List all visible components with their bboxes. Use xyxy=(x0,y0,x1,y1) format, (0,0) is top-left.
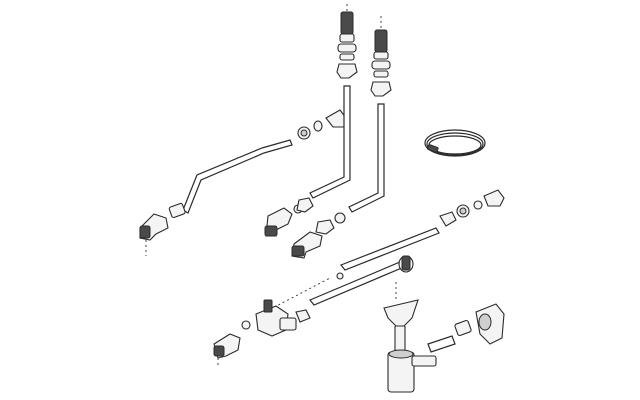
middle-elbow-left xyxy=(264,207,293,237)
right-upper-elbow xyxy=(483,189,505,207)
trap-outlet-pipe xyxy=(427,335,456,353)
lower-nut xyxy=(295,309,311,323)
trap-outlet-fittings xyxy=(454,303,505,345)
vertical-pipe-left xyxy=(309,85,351,199)
left-long-pipe xyxy=(182,139,293,214)
right-upper-fittings xyxy=(439,189,505,227)
left-long-pipe-assembly xyxy=(139,109,347,256)
middle-washer-2 xyxy=(334,212,346,224)
siphon-arm-nut xyxy=(398,255,414,273)
left-loose-washer xyxy=(313,120,323,132)
diagonal-washer xyxy=(336,272,344,280)
lower-left-elbow xyxy=(213,333,241,359)
valve-stem-nut xyxy=(336,63,358,79)
middle-nut-1 xyxy=(296,197,314,213)
middle-elbow-right xyxy=(291,231,323,259)
assembly-axis-dash xyxy=(264,277,331,313)
trap-body xyxy=(387,349,437,393)
left-loose-elbow xyxy=(325,109,347,128)
left-pipe-nut xyxy=(168,202,186,219)
valve-stem-right xyxy=(370,16,392,97)
right-upper-nut xyxy=(439,211,457,227)
coiled-hose xyxy=(424,129,486,157)
middle-nut-2 xyxy=(315,219,335,235)
left-pipe-elbow xyxy=(139,213,169,241)
lower-washer-1 xyxy=(241,320,251,330)
left-loose-nut xyxy=(297,126,311,140)
valve-stem-left xyxy=(336,4,358,79)
lower-valve-body xyxy=(255,299,297,337)
funnel xyxy=(383,299,419,357)
vertical-pipe-right xyxy=(348,103,385,213)
long-diagonal-pipe xyxy=(340,227,440,271)
valve-stem-thread xyxy=(340,11,354,35)
siphon-arm-pipe xyxy=(309,261,405,306)
